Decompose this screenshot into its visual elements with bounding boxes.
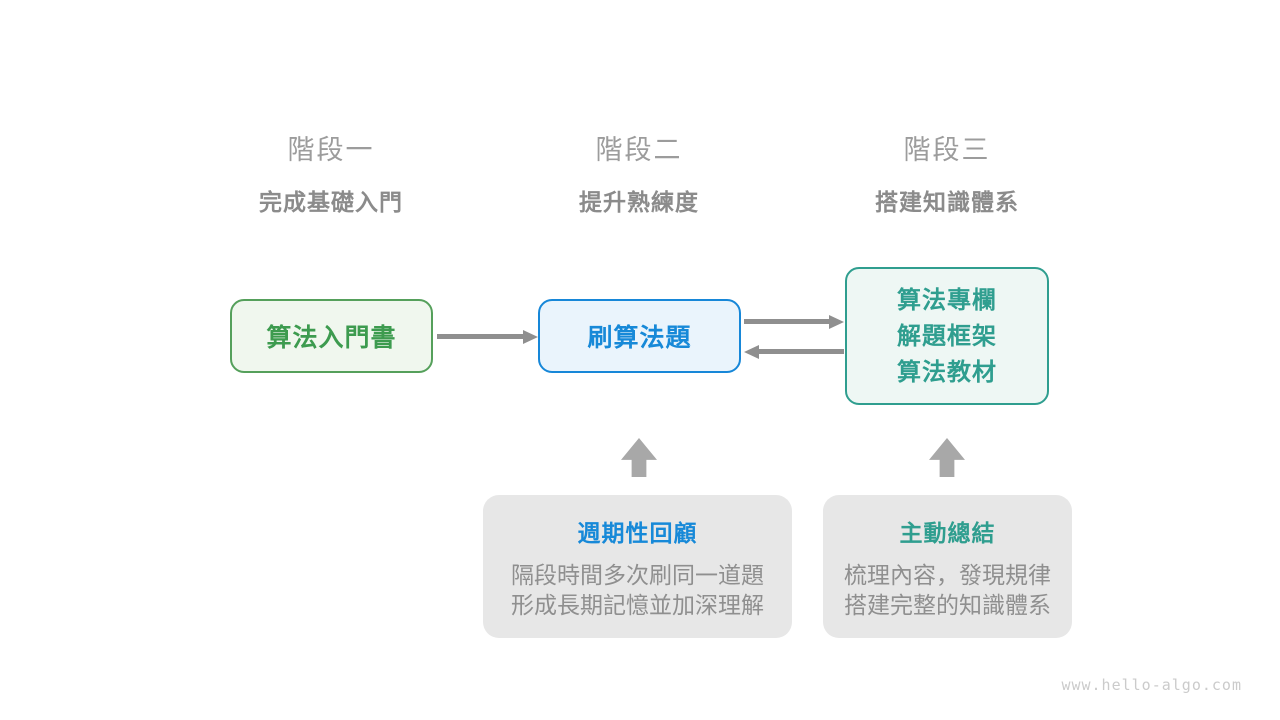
arrow-head (744, 345, 759, 359)
node-practice-problems: 刷算法題 (538, 299, 741, 373)
node-practice-problems-label: 刷算法題 (587, 323, 692, 352)
arrow-shaft (437, 334, 524, 339)
stage-2-label: 階段二 (595, 135, 683, 166)
note-active-summary-body: 梳理內容，發現規律 搭建完整的知識體系 (823, 561, 1072, 621)
node-advanced-resources: 算法專欄 解題框架 算法教材 (845, 267, 1049, 405)
stage-3-subtitle: 搭建知識體系 (875, 190, 1019, 216)
site-watermark: www.hello-algo.com (1061, 676, 1242, 694)
note-periodic-review-body: 隔段時間多次刷同一道題 形成長期記憶並加深理解 (483, 561, 792, 621)
note-periodic-review-line2: 形成長期記憶並加深理解 (511, 593, 764, 619)
arrow-left-icon (744, 345, 844, 359)
note-active-summary-line1: 梳理內容，發現規律 (844, 563, 1051, 589)
arrow-head (523, 330, 538, 344)
stage-2-header: 階段二 提升熟練度 (519, 128, 759, 217)
stage-1-label: 階段一 (287, 135, 375, 166)
arrow-shaft (744, 319, 830, 324)
stage-2-subtitle: 提升熟練度 (579, 190, 699, 216)
stage-1-subtitle: 完成基礎入門 (259, 190, 403, 216)
arrow-right-icon (744, 315, 844, 329)
node-intro-book: 算法入門書 (230, 299, 433, 373)
note-active-summary: 主動總結 梳理內容，發現規律 搭建完整的知識體系 (823, 495, 1072, 638)
note-active-summary-title: 主動總結 (899, 521, 996, 547)
arrow-head (829, 315, 844, 329)
resource-line-textbooks: 算法教材 (897, 358, 997, 386)
stage-1-header: 階段一 完成基礎入門 (211, 128, 451, 217)
resource-line-frameworks: 解題框架 (897, 322, 997, 350)
note-periodic-review-title: 週期性回顧 (577, 521, 698, 547)
note-periodic-review: 週期性回顧 隔段時間多次刷同一道題 形成長期記憶並加深理解 (483, 495, 792, 638)
note-active-summary-line2: 搭建完整的知識體系 (844, 593, 1051, 619)
arrow-up-icon (929, 438, 965, 477)
arrow-up-icon (621, 438, 657, 477)
note-periodic-review-line1: 隔段時間多次刷同一道題 (511, 563, 764, 589)
resource-line-columns: 算法專欄 (897, 286, 997, 314)
node-intro-book-label: 算法入門書 (266, 323, 397, 352)
arrow-right-icon (437, 330, 538, 344)
arrow-shaft (758, 349, 844, 354)
stage-3-header: 階段三 搭建知識體系 (827, 128, 1067, 217)
stage-3-label: 階段三 (903, 135, 991, 166)
